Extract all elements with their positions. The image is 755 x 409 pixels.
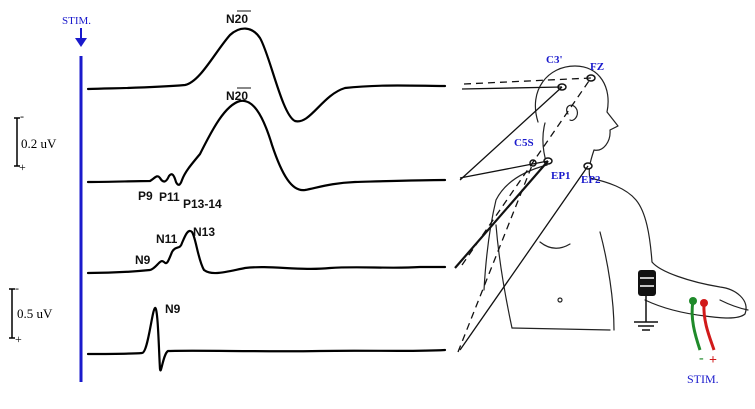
peak-n20-top: N20 [226,12,248,26]
scale-upper-minus: - [20,109,24,123]
trace-4 [86,306,447,372]
scale-lower-minus: - [15,281,19,295]
trace-2 [86,99,447,192]
peak-n11: N11 [156,232,178,246]
body-figure [483,65,749,331]
stim-arrow-icon [75,38,87,47]
arm-cuff [638,270,656,296]
scale-upper-plus: + [19,160,26,174]
scale-upper-value: 0.2 uV [21,136,57,151]
ground-icon [634,296,658,331]
stim-label-bottom: STIM. [687,372,719,386]
scale-bar-upper: - + 0.2 uV [14,109,57,174]
stim-electrode-red-tip [700,299,708,307]
label-ep2: EP2 [581,174,601,186]
scale-lower-plus: + [15,332,22,346]
label-ep1: EP1 [551,170,571,182]
derivation-lines [454,77,592,353]
peak-n9-third: N9 [135,253,151,267]
peak-n9-bottom: N9 [165,302,181,316]
stim-electrode-green [690,300,702,351]
peak-p11: P11 [159,190,180,204]
scale-bar-lower: - + 0.5 uV [9,281,53,346]
label-fz: FZ [590,61,604,73]
peak-n20-second: N20 [226,89,248,103]
stim-plus: + [709,353,717,368]
stim-electrode-green-tip [689,297,697,305]
peak-p13-14: P13-14 [183,197,222,211]
scale-lower-value: 0.5 uV [17,306,53,321]
trace-3 [86,229,447,275]
label-c3: C3' [546,54,563,66]
stim-minus: - [699,351,704,366]
label-c5s: C5S [514,137,534,149]
peak-n13: N13 [193,225,215,239]
stim-label-top: STIM. [62,15,91,27]
trace-1 [86,27,447,123]
peak-p9: P9 [138,189,153,203]
stim-electrode-red [702,303,716,351]
